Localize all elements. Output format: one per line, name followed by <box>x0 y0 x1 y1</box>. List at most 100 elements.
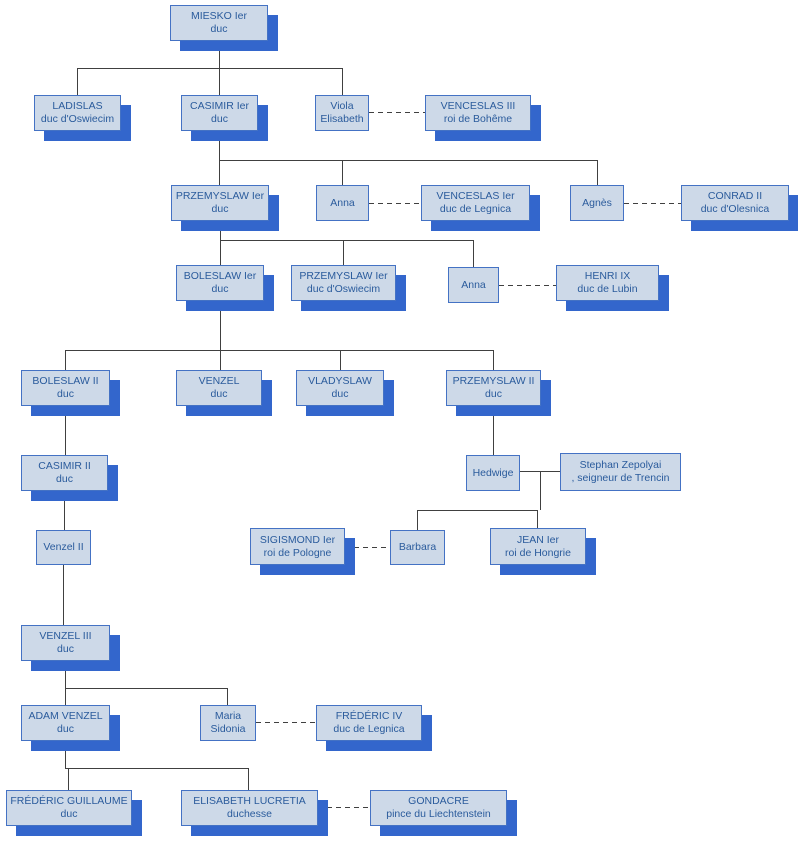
node-ladislas[interactable]: LADISLAS duc d'Oswiecim <box>34 95 121 131</box>
person-name: CASIMIR II <box>38 460 91 472</box>
marriage-dash-line <box>256 722 316 723</box>
node-barbara[interactable]: Barbara <box>390 530 445 565</box>
person-subtitle: Elisabeth <box>320 113 364 125</box>
sibling-line <box>417 510 537 511</box>
node-henri-ix[interactable]: HENRI IX duc de Lubin <box>556 265 659 301</box>
person-name: VENZEL III <box>39 630 92 642</box>
person-subtitle: duc de Lubin <box>577 283 638 295</box>
person-name: VENCESLAS Ier <box>436 190 515 202</box>
node-frederic-iv[interactable]: FRÉDÉRIC IV duc de Legnica <box>316 705 422 741</box>
person-name: Agnès <box>582 196 612 209</box>
node-sigismond-ier[interactable]: SIGISMOND Ier roi de Pologne <box>250 528 345 565</box>
descent-line <box>219 131 220 185</box>
person-name: Venzel II <box>43 541 84 553</box>
person-subtitle: duc de Legnica <box>439 203 512 215</box>
person-name: BOLESLAW II <box>32 375 99 387</box>
person-subtitle: duc <box>485 388 502 400</box>
node-frederic-guillaume[interactable]: FRÉDÉRIC GUILLAUME duc <box>6 790 132 826</box>
sibling-line <box>220 240 473 241</box>
descent-line <box>540 471 541 510</box>
marriage-dash-line <box>345 547 390 548</box>
person-subtitle: duc d'Olesnica <box>700 203 770 215</box>
node-anna-1[interactable]: Anna <box>316 185 369 221</box>
node-venzel-ii[interactable]: Venzel II <box>36 530 91 565</box>
person-name: FRÉDÉRIC GUILLAUME <box>10 795 128 807</box>
person-subtitle: duc <box>211 113 228 125</box>
node-venceslas-iii[interactable]: VENCESLAS III roi de Bohême <box>425 95 531 131</box>
descent-line <box>65 741 66 768</box>
person-name: CASIMIR Ier <box>190 100 249 112</box>
node-boleslaw-ier[interactable]: BOLESLAW Ier duc <box>176 265 264 301</box>
person-name: Stephan Zepolyai <box>579 459 662 471</box>
descent-line <box>248 768 249 790</box>
person-subtitle: roi de Hongrie <box>505 546 571 559</box>
descent-line <box>493 350 494 370</box>
marriage-dash-line <box>499 285 556 286</box>
person-name: ELISABETH LUCRETIA <box>193 795 306 807</box>
descent-line <box>220 221 221 265</box>
node-przemyslaw-ier[interactable]: PRZEMYSLAW Ier duc <box>171 185 269 221</box>
node-venzel-iii[interactable]: VENZEL III duc <box>21 625 110 661</box>
person-name: GONDACRE <box>408 795 469 807</box>
node-przemyslaw-ier-oswiecim[interactable]: PRZEMYSLAW Ier duc d'Oswiecim <box>291 265 396 301</box>
node-viola-elisabeth[interactable]: Viola Elisabeth <box>315 95 369 131</box>
person-name: MIESKO Ier <box>190 10 247 22</box>
node-casimir-ii[interactable]: CASIMIR II duc <box>21 455 108 491</box>
person-name: FRÉDÉRIC IV <box>335 710 403 722</box>
node-stephan-zepolyai[interactable]: Stephan Zepolyai , seigneur de Trencin <box>560 453 681 491</box>
person-subtitle: Sidonia <box>210 723 246 735</box>
person-subtitle: duc <box>56 473 73 485</box>
descent-line <box>342 160 343 185</box>
person-name: PRZEMYSLAW Ier <box>175 190 265 202</box>
person-name: BOLESLAW Ier <box>183 270 257 282</box>
person-name: VENCESLAS III <box>440 100 516 112</box>
node-jean-ier[interactable]: JEAN Ier roi de Hongrie <box>490 528 586 565</box>
descent-line <box>220 301 221 370</box>
person-name: PRZEMYSLAW Ier <box>299 270 388 282</box>
person-subtitle: duc <box>60 808 78 820</box>
sibling-line <box>65 688 227 689</box>
descent-line <box>493 406 494 455</box>
person-name: Maria <box>214 710 242 722</box>
node-anna-2[interactable]: Anna <box>448 267 499 303</box>
node-agnes[interactable]: Agnès <box>570 185 624 221</box>
person-subtitle: duc <box>57 643 74 655</box>
person-subtitle: duc <box>57 723 74 735</box>
person-subtitle: duc de Legnica <box>333 723 405 735</box>
node-maria-sidonia[interactable]: Maria Sidonia <box>200 705 256 741</box>
person-name: Hedwige <box>472 466 514 479</box>
person-name: Barbara <box>398 541 437 553</box>
descent-line <box>65 406 66 455</box>
node-casimir-ier[interactable]: CASIMIR Ier duc <box>181 95 258 131</box>
person-subtitle: duc d'Oswiecim <box>40 113 115 125</box>
node-gondacre[interactable]: GONDACRE pince du Liechtenstein <box>370 790 507 826</box>
node-przemyslaw-ii[interactable]: PRZEMYSLAW II duc <box>446 370 541 406</box>
person-name: VLADYSLAW <box>308 375 372 387</box>
descent-line <box>65 661 66 705</box>
person-name: Viola <box>330 100 354 112</box>
descent-line <box>340 350 341 370</box>
descent-line <box>63 565 64 625</box>
person-name: ADAM VENZEL <box>28 710 103 722</box>
descent-line <box>473 240 474 267</box>
person-subtitle: pince du Liechtenstein <box>386 808 491 820</box>
marriage-dash-line <box>369 203 421 204</box>
node-hedwige[interactable]: Hedwige <box>466 455 520 491</box>
marriage-dash-line <box>318 807 370 808</box>
person-name: SIGISMOND Ier <box>259 533 336 546</box>
node-boleslaw-ii[interactable]: BOLESLAW II duc <box>21 370 110 406</box>
descent-line <box>417 510 418 530</box>
node-venceslas-ier[interactable]: VENCESLAS Ier duc de Legnica <box>421 185 530 221</box>
descent-line <box>537 510 538 528</box>
node-vladyslaw[interactable]: VLADYSLAW duc <box>296 370 384 406</box>
person-name: JEAN Ier <box>516 533 559 546</box>
descent-line <box>597 160 598 185</box>
node-venzel[interactable]: VENZEL duc <box>176 370 262 406</box>
node-adam-venzel[interactable]: ADAM VENZEL duc <box>21 705 110 741</box>
node-conrad-ii[interactable]: CONRAD II duc d'Olesnica <box>681 185 789 221</box>
descent-line <box>65 350 66 370</box>
node-elisabeth-lucretia[interactable]: ELISABETH LUCRETIA duchesse <box>181 790 318 826</box>
node-miesko-ier[interactable]: MIESKO Ier duc <box>170 5 268 41</box>
person-subtitle: roi de Pologne <box>263 546 332 559</box>
